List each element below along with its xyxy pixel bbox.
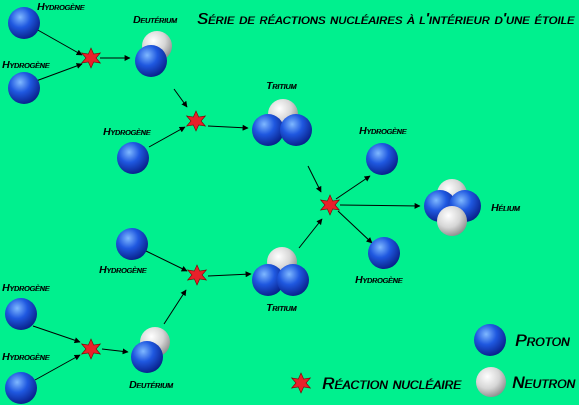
arrow-hydrogen-to-reaction2 bbox=[148, 126, 186, 148]
legend-proton-ball bbox=[474, 324, 506, 356]
neutron-helium-bottom bbox=[437, 206, 467, 236]
arrow-deuterium-to-reaction2 bbox=[173, 88, 188, 108]
proton-tritium-bottom-a bbox=[252, 264, 284, 296]
diagram-title: Série de réactions nucléaires à l'intéri… bbox=[197, 11, 575, 28]
proton-hydrogen-2 bbox=[8, 72, 40, 104]
proton-hydrogen-1 bbox=[8, 7, 40, 39]
legend-reaction-star bbox=[290, 372, 312, 394]
arrow-h6-to-reaction3 bbox=[34, 354, 81, 381]
label-tritium-bottom: Tritium bbox=[266, 303, 297, 314]
legend-neutron-ball bbox=[476, 367, 506, 397]
reaction-star-3 bbox=[80, 338, 102, 360]
arrow-hydrogen-to-reaction4 bbox=[145, 250, 188, 272]
proton-hydrogen-right-bottom bbox=[368, 237, 400, 269]
proton-hydrogen-6 bbox=[5, 372, 37, 404]
label-hydrogene-right-bottom: Hydrogène bbox=[355, 275, 403, 286]
legend-proton-label: Proton bbox=[515, 331, 570, 350]
label-tritium-top: Tritium bbox=[266, 81, 297, 92]
arrow-reaction5-to-helium bbox=[339, 202, 421, 209]
legend-reaction-label: Réaction nucléaire bbox=[322, 374, 462, 393]
arrow-h2-to-reaction1 bbox=[35, 63, 83, 82]
proton-tritium-top-b bbox=[280, 114, 312, 146]
label-hydrogene-5: Hydrogène bbox=[2, 283, 50, 294]
label-deuterium-top: Deutérium bbox=[133, 15, 177, 26]
label-helium: Hélium bbox=[491, 203, 520, 214]
arrow-deuterium-to-reaction4 bbox=[163, 289, 187, 325]
proton-tritium-bottom-b bbox=[277, 264, 309, 296]
proton-hydrogen-5 bbox=[5, 298, 37, 330]
label-deuterium-bottom: Deutérium bbox=[129, 380, 173, 391]
label-hydrogene-right-top: Hydrogène bbox=[359, 126, 407, 137]
reaction-star-1 bbox=[80, 47, 102, 69]
proton-deuterium-top bbox=[135, 45, 167, 77]
proton-deuterium-bottom bbox=[131, 341, 163, 373]
arrow-reaction5-to-hydrogen bbox=[335, 175, 371, 200]
proton-hydrogen-3 bbox=[117, 142, 149, 174]
arrow-tritium-to-reaction5-lower bbox=[298, 218, 323, 249]
arrow-h5-to-reaction3 bbox=[32, 325, 81, 344]
arrow-reaction4-to-tritium bbox=[207, 271, 252, 278]
label-hydrogene-4: Hydrogène bbox=[99, 265, 147, 276]
reaction-star-4 bbox=[186, 264, 208, 286]
arrow-reaction5-to-hydrogen-bottom bbox=[337, 210, 373, 244]
arrow-reaction2-to-tritium bbox=[207, 124, 249, 131]
proton-hydrogen-right-top bbox=[366, 143, 398, 175]
arrow-h1-to-reaction1 bbox=[35, 28, 83, 56]
legend-neutron-label: Neutron bbox=[512, 373, 575, 392]
label-hydrogene-6: Hydrogène bbox=[2, 352, 50, 363]
label-hydrogene-3: Hydrogène bbox=[103, 127, 151, 138]
label-hydrogene-2: Hydrogène bbox=[2, 60, 50, 71]
reaction-star-2 bbox=[185, 110, 207, 132]
arrow-reaction3-to-deuterium bbox=[101, 348, 129, 355]
proton-tritium-top-a bbox=[252, 114, 284, 146]
label-hydrogene-1: Hydrogène bbox=[37, 2, 85, 13]
reaction-star-5 bbox=[319, 194, 341, 216]
arrow-tritium-to-reaction5 bbox=[307, 165, 322, 193]
proton-hydrogen-4 bbox=[116, 228, 148, 260]
